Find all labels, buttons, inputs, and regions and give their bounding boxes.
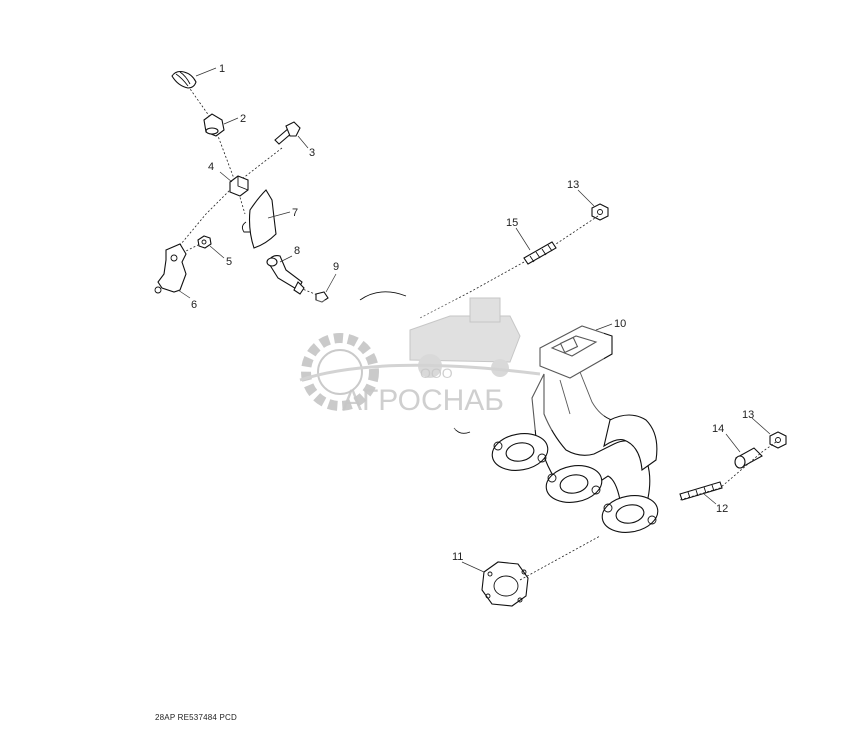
leader-14 [725,433,741,453]
part-11-gasket [481,561,529,607]
callout-13-lower: 13 [742,409,754,421]
center-line-left-vertical [187,85,246,215]
engine-block-outline [359,291,471,434]
callout-7: 7 [292,207,298,219]
part-14-sleeve [734,447,763,469]
watermark-logo: ООО АГРОСНАБ [274,297,604,430]
harvester-icon [299,297,541,382]
leader-7 [267,211,291,219]
leader-1 [195,67,217,77]
callout-9: 9 [333,261,339,273]
part-8-elbow [266,255,305,295]
part-7-shield [241,189,277,249]
part-15-stud [523,241,557,265]
leader-4 [219,171,233,183]
leader-9 [325,273,337,293]
callout-13-top: 13 [567,179,579,191]
part-10-exhaust-manifold [491,325,659,533]
part-2-fitting [203,113,225,137]
leader-8 [279,255,293,263]
callout-6: 6 [191,299,197,311]
callout-4: 4 [208,161,214,173]
leader-6 [177,289,191,299]
callout-15: 15 [506,217,518,229]
part-9-fitting [315,291,329,303]
part-3-bolt [274,121,301,145]
center-line-stud-15 [555,215,599,245]
leader-13-top [577,189,595,207]
center-line-gasket [519,535,601,581]
part-5-nut [197,235,212,249]
leader-13-lower [751,417,771,435]
center-line-right-studs [679,441,777,501]
callout-14: 14 [712,423,724,435]
part-13-nut-lower [769,431,787,449]
leader-2 [223,117,239,125]
callout-3: 3 [309,147,315,159]
part-12-stud [679,481,723,501]
callout-5: 5 [226,256,232,268]
leader-3 [297,135,309,149]
part-1-clamp [171,70,197,89]
callout-10: 10 [614,318,626,330]
part-6-bracket [154,243,187,294]
callout-11: 11 [452,551,463,563]
part-13-nut-top [591,203,609,221]
watermark-company-prefix: ООО [420,365,453,381]
callout-12: 12 [716,503,728,515]
callout-8: 8 [294,245,300,257]
leader-10 [595,323,613,331]
leader-15 [515,227,531,251]
callout-2: 2 [240,113,246,125]
footer-drawing-code: 28AP RE537484 PCD [155,713,237,722]
watermark-company-name: АГРОСНАБ [342,384,504,417]
leader-12 [703,493,717,505]
center-line-stud-15-manifold [419,261,525,319]
center-line-left-diagonal [175,147,283,251]
leader-11 [461,561,485,573]
part-4-spacer [229,175,249,197]
leader-5 [209,245,225,259]
callout-1: 1 [219,63,225,75]
